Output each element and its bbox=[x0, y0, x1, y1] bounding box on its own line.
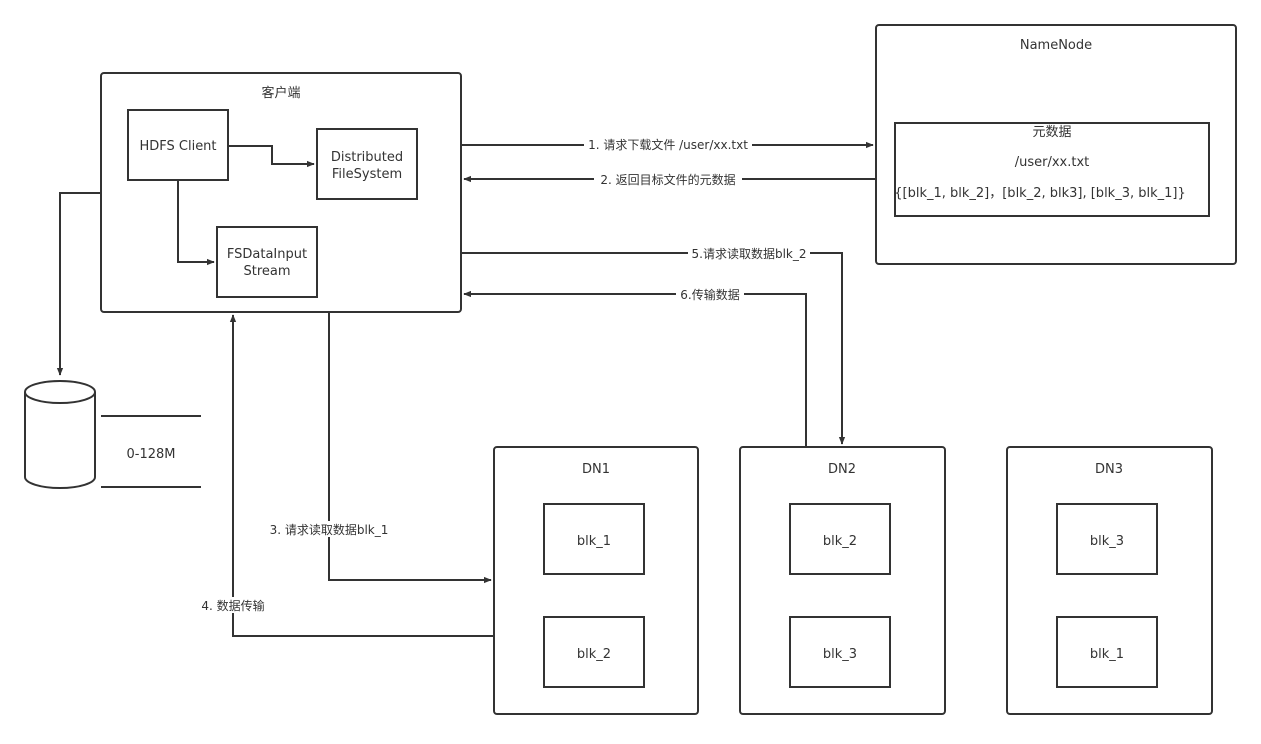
step1-label: 1. 请求下载文件 /user/xx.txt bbox=[588, 137, 748, 152]
dn2-block-1 bbox=[789, 503, 891, 575]
step4-arrow bbox=[229, 314, 494, 637]
namenode-title: NameNode bbox=[1020, 38, 1092, 53]
distributed-fs-box bbox=[316, 128, 418, 200]
step3-label: 3. 请求读取数据blk_1 bbox=[270, 522, 389, 537]
fs-input-stream-label-1: FSDataInput bbox=[227, 247, 307, 262]
metadata-path: /user/xx.txt bbox=[1015, 155, 1090, 170]
hdfs-client-label: HDFS Client bbox=[139, 139, 216, 154]
client-title: 客户端 bbox=[261, 85, 300, 101]
dn1-block-1-label: blk_1 bbox=[577, 534, 611, 549]
disk-size-label: 0-128M bbox=[127, 447, 176, 462]
distributed-fs-label-1: Distributed bbox=[331, 150, 403, 165]
dn1-block-2 bbox=[543, 616, 645, 688]
hdfs-client-box bbox=[127, 109, 229, 181]
step5-arrow bbox=[461, 252, 846, 445]
step6-arrow bbox=[463, 290, 807, 447]
step5-label: 5.请求读取数据blk_2 bbox=[692, 246, 807, 261]
dn2-block-1-label: blk_2 bbox=[823, 534, 857, 549]
datanode-dn3: DN3 blk_3 blk_1 bbox=[1006, 446, 1213, 715]
dn1-title: DN1 bbox=[582, 462, 610, 477]
dn2-block-2-label: blk_3 bbox=[823, 647, 857, 662]
disk-icon bbox=[24, 380, 96, 489]
fs-input-stream-label-2: Stream bbox=[243, 264, 290, 279]
metadata-box bbox=[894, 122, 1210, 217]
step6-label: 6.传输数据 bbox=[680, 287, 739, 302]
dn1-block-1 bbox=[543, 503, 645, 575]
dn3-title: DN3 bbox=[1095, 462, 1123, 477]
dn3-block-1-label: blk_3 bbox=[1090, 534, 1124, 549]
datanode-dn2: DN2 blk_2 blk_3 bbox=[739, 446, 946, 715]
client-to-dfs-connector bbox=[228, 145, 315, 168]
metadata-title: 元数据 bbox=[1032, 125, 1071, 140]
dn3-block-1 bbox=[1056, 503, 1158, 575]
dn2-title: DN2 bbox=[828, 462, 856, 477]
dn3-block-2 bbox=[1056, 616, 1158, 688]
dn3-block-2-label: blk_1 bbox=[1090, 647, 1124, 662]
client-to-stream-connector bbox=[177, 180, 215, 266]
step3-arrow bbox=[328, 312, 492, 584]
distributed-fs-label-2: FileSystem bbox=[332, 167, 402, 182]
dn1-block-2-label: blk_2 bbox=[577, 647, 611, 662]
metadata-blocks: {[blk_1, blk_2]，[blk_2, blk3], [blk_3, b… bbox=[894, 186, 1186, 201]
fs-input-stream-box bbox=[216, 226, 318, 298]
dn2-block-2 bbox=[789, 616, 891, 688]
step4-label: 4. 数据传输 bbox=[201, 598, 264, 613]
datanode-dn1: DN1 blk_1 blk_2 bbox=[493, 446, 699, 715]
step2-label: 2. 返回目标文件的元数据 bbox=[600, 172, 735, 187]
client-to-disk-connector bbox=[56, 192, 101, 376]
